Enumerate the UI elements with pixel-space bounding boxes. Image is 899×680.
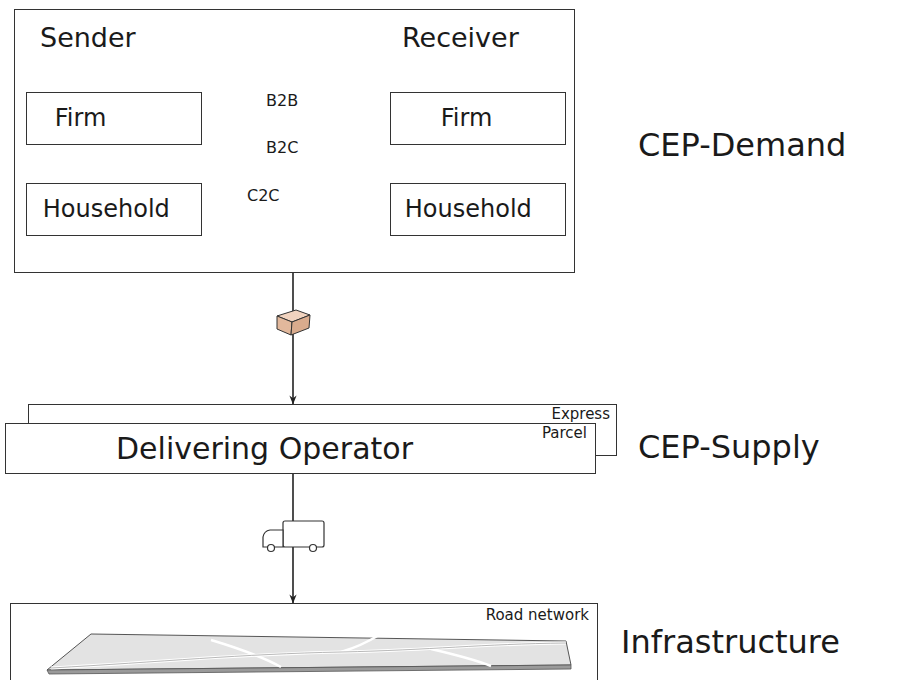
- node-text: Firm: [441, 105, 493, 133]
- node-box: Household: [26, 183, 202, 236]
- layer-label: Infrastructure: [619, 625, 842, 660]
- road-network-plate: Road network: [10, 603, 598, 680]
- node-text: Household: [405, 196, 532, 224]
- edge-label: C2C: [245, 187, 282, 205]
- layer-label: CEP-Supply: [636, 430, 822, 465]
- node-text: Household: [43, 196, 170, 224]
- edge-label: B2B: [264, 92, 300, 110]
- node-text: Express: [551, 406, 610, 423]
- node-box: Firm: [390, 92, 566, 145]
- node-text: Delivering Operator: [116, 432, 413, 467]
- node-box: Household: [390, 183, 566, 236]
- node-text: Firm: [55, 105, 107, 133]
- flow-arrow: [292, 273, 294, 404]
- parcel-icon: [277, 310, 310, 335]
- node-text: Parcel: [542, 425, 587, 442]
- truck-icon: [263, 521, 324, 552]
- node-text: Sender: [40, 22, 136, 53]
- layer-label: CEP-Demand: [636, 128, 848, 163]
- node-box: Delivering Operator Parcel: [5, 423, 596, 474]
- node-text: Receiver: [402, 22, 519, 53]
- edge-label: B2C: [264, 139, 300, 157]
- node-text: Road network: [486, 607, 589, 624]
- node-box: Firm: [26, 92, 202, 145]
